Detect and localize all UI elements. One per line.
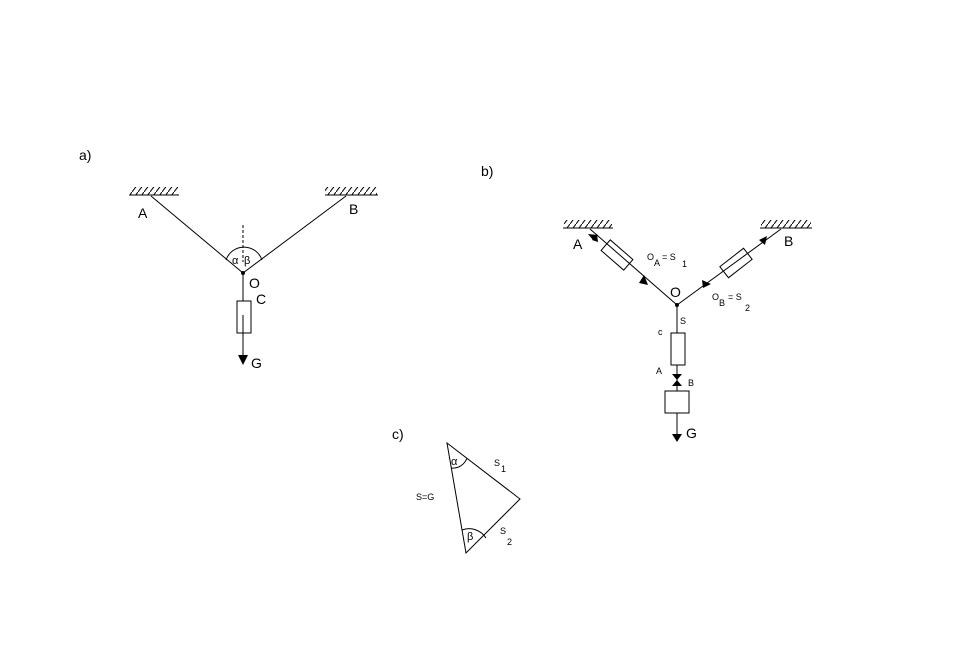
ground-support-a	[129, 187, 179, 196]
svg-text:B: B	[719, 298, 725, 308]
svg-text:O: O	[647, 252, 654, 262]
label-c: C	[256, 291, 266, 307]
label-g: G	[686, 425, 697, 441]
label-s1: S	[494, 458, 500, 468]
angle-arc-beta	[461, 528, 487, 539]
joint-icon	[759, 236, 767, 245]
label-s2: S	[500, 526, 506, 536]
joint-icon	[592, 234, 598, 242]
label-a: A	[138, 205, 148, 221]
label-s-equals-g: S=G	[416, 492, 434, 502]
force-triangle	[446, 441, 521, 555]
arrow-down-icon	[672, 374, 682, 380]
weight-body	[664, 390, 690, 414]
panel-b: b) A B O S c A B G	[481, 163, 812, 442]
label-b: B	[349, 201, 358, 217]
label-c: c	[658, 327, 663, 337]
label-g: G	[251, 355, 262, 371]
arrow-icon	[639, 275, 648, 285]
arrow-up-icon	[672, 380, 682, 386]
panel-c: c) α β S 1 S 2 S=G	[392, 426, 521, 555]
label-beta: β	[467, 531, 473, 543]
svg-text:= S: = S	[728, 292, 742, 302]
label-oa-s1: O A = S 1	[647, 252, 687, 269]
rope-body-b	[719, 247, 753, 279]
svg-text:O: O	[712, 292, 719, 302]
ground-support-b	[760, 220, 812, 229]
svg-text:1: 1	[501, 464, 506, 474]
svg-text:2: 2	[507, 537, 512, 547]
panel-b-label: b)	[481, 163, 493, 179]
label-ob-s2: O B = S 2	[712, 292, 750, 313]
label-alpha: α	[451, 456, 458, 468]
panel-a-label: a)	[79, 147, 91, 163]
svg-text:1: 1	[682, 259, 687, 269]
svg-text:= S: = S	[662, 252, 676, 262]
ground-support-a	[563, 220, 613, 229]
angle-arc	[225, 246, 263, 261]
label-o: O	[670, 284, 681, 300]
label-beta: β	[244, 255, 250, 267]
label-b: B	[784, 233, 793, 249]
arrow-down-icon	[238, 355, 248, 365]
label-a-lower: A	[656, 366, 662, 376]
joint-icon	[588, 234, 598, 240]
label-o: O	[249, 275, 260, 291]
panel-c-label: c)	[392, 426, 404, 442]
label-b-lower: B	[688, 378, 694, 388]
arrow-icon	[702, 280, 711, 288]
weight-body-c	[236, 300, 252, 334]
rope-oa	[150, 195, 244, 274]
label-s: S	[680, 316, 686, 326]
ground-support-b	[325, 187, 378, 196]
label-alpha: α	[232, 255, 239, 267]
arrow-down-icon	[672, 434, 682, 442]
rope-body-a	[600, 239, 634, 271]
panel-a: a) A B O C G α β	[79, 147, 378, 371]
svg-text:2: 2	[745, 303, 750, 313]
rope-ob	[242, 195, 347, 274]
angle-arc-alpha	[450, 457, 468, 469]
svg-text:A: A	[654, 258, 660, 268]
label-a: A	[573, 236, 583, 252]
body-c	[670, 332, 686, 366]
